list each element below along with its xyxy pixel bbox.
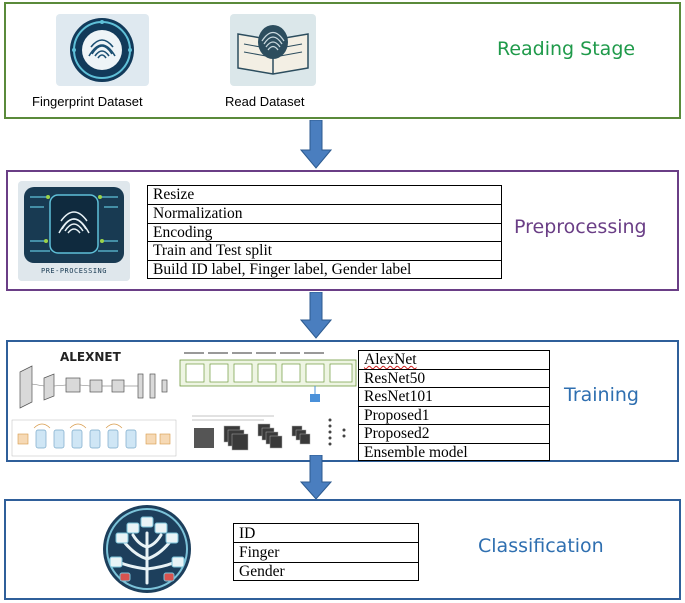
preprocessing-stage-title: Preprocessing [514,216,647,238]
classification-output: Gender [239,562,285,580]
training-stage-title: Training [564,384,639,406]
read-dataset-icon [230,14,316,86]
training-model-label: AlexNet [364,351,417,368]
fingerprint-dataset-icon [56,14,149,86]
preprocessing-image-caption: PRE-PROCESSING [40,267,107,275]
resnet-block-figure [10,416,178,460]
preprocessing-steps-table: Resize Normalization Encoding Train and … [147,185,502,279]
classification-stage-box: ID Finger Gender Classification [4,499,681,600]
classification-output: ID [234,524,418,544]
training-model: Proposed1 [359,407,549,425]
training-model: AlexNet [359,351,549,370]
down-arrow-icon [300,292,332,339]
preprocessing-step: Normalization [148,205,501,224]
classification-outputs-table: ID Finger Gender [233,523,419,581]
training-models-table: AlexNet ResNet50 ResNet101 Proposed1 Pro… [358,350,550,461]
preprocessing-step: Build ID label, Finger label, Gender lab… [153,261,412,279]
down-arrow-icon [300,455,332,500]
classification-tree-icon [92,503,202,595]
preprocessing-stage-box: PRE-PROCESSING Resize Normalization Enco… [6,170,679,291]
cnn-flowchart-figure [178,348,358,408]
feature-maps-figure [184,408,356,460]
training-model: ResNet101 [359,388,549,407]
training-model: ResNet50 [359,370,549,388]
preprocessing-step: Train and Test split [148,242,501,262]
reading-stage-box: Fingerprint Dataset Read Dataset Reading… [4,2,681,119]
preprocessing-step: Encoding [148,224,501,243]
read-dataset-caption: Read Dataset [225,94,305,109]
reading-stage-title: Reading Stage [497,38,636,60]
preprocessing-chip-icon: PRE-PROCESSING [18,181,130,281]
training-model: Proposed2 [359,425,549,444]
fingerprint-dataset-caption: Fingerprint Dataset [32,94,143,109]
classification-output: Finger [234,543,418,563]
training-stage-box: ALEXNET [6,340,679,462]
down-arrow-icon [300,120,332,169]
alexnet-architecture-figure: ALEXNET [10,344,178,416]
training-model: Ensemble model [364,443,468,461]
classification-stage-title: Classification [478,535,604,557]
preprocessing-step: Resize [148,186,501,205]
alexnet-figure-label: ALEXNET [60,350,121,364]
